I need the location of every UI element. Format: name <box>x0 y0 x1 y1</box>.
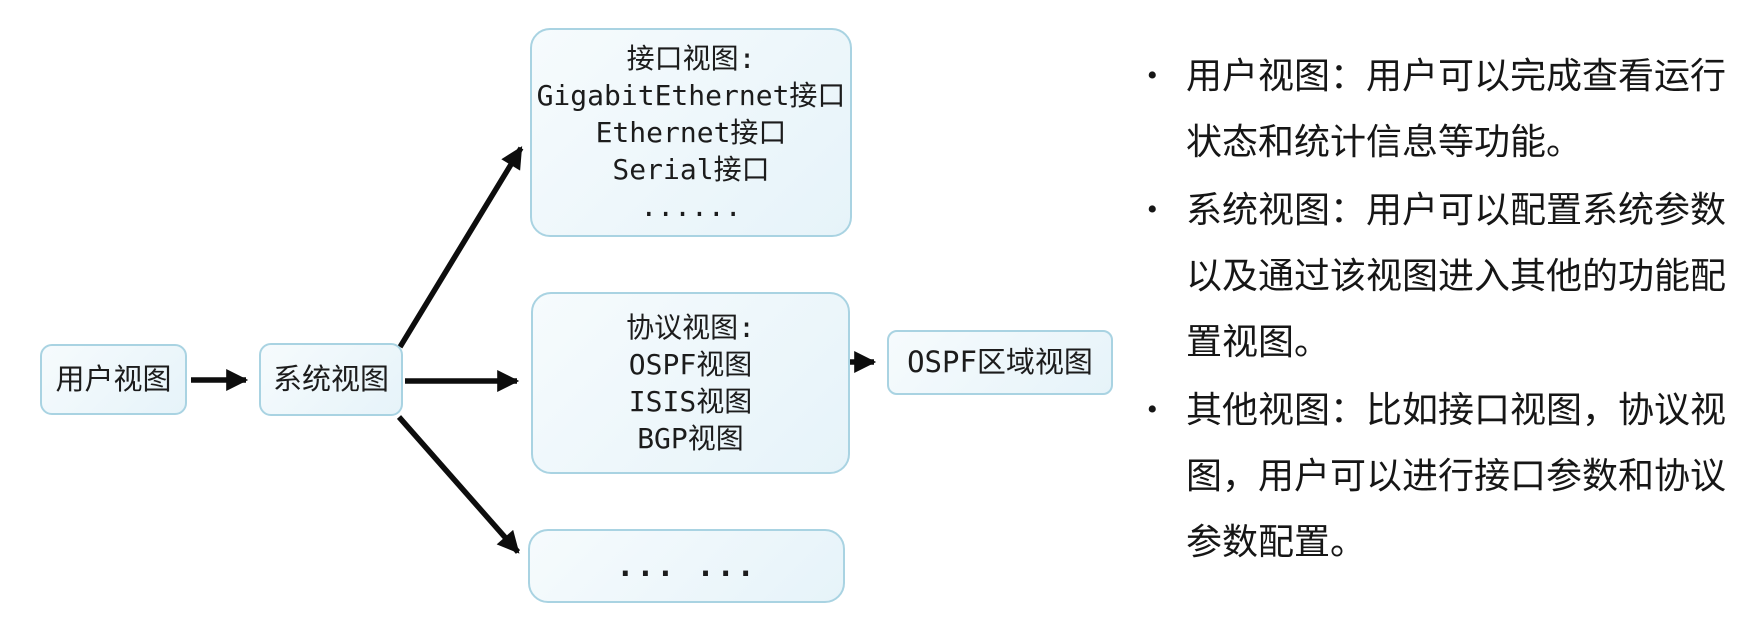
note-line: 参数配置。 <box>1186 522 1367 562</box>
node-other-views: ... ... <box>528 529 845 603</box>
note-line: 用户视图：用户可以完成查看运行 <box>1186 56 1727 96</box>
interface-view-item: Serial接口 <box>612 153 770 186</box>
bullet-icon: • <box>1147 59 1158 92</box>
bullet-icon: • <box>1147 393 1158 426</box>
protocol-view-item: OSPF视图 <box>628 348 753 381</box>
node-protocol-view: 协议视图: OSPF视图 ISIS视图 BGP视图 <box>531 292 850 474</box>
note-item-system-view: • 系统视图：用户可以配置系统参数 以及通过该视图进入其他的功能配 置视图。 <box>1147 177 1747 375</box>
interface-view-ellipsis: ...... <box>640 190 742 223</box>
node-system-view-label: 系统视图 <box>272 362 389 396</box>
protocol-view-title: 协议视图: <box>626 311 755 344</box>
note-line: 以及通过该视图进入其他的功能配 <box>1186 256 1727 296</box>
bullet-icon: • <box>1147 193 1158 226</box>
node-other-views-label: ... ... <box>616 548 757 584</box>
node-interface-view: 接口视图: GigabitEthernet接口 Ethernet接口 Seria… <box>530 28 852 237</box>
note-line: 置视图。 <box>1186 322 1331 362</box>
note-item-other-views: • 其他视图：比如接口视图，协议视 图，用户可以进行接口参数和协议 参数配置。 <box>1147 377 1747 575</box>
note-line: 系统视图：用户可以配置系统参数 <box>1186 190 1727 230</box>
protocol-view-item: ISIS视图 <box>628 385 753 418</box>
note-line: 其他视图：比如接口视图，协议视 <box>1186 390 1727 430</box>
note-line: 状态和统计信息等功能。 <box>1186 122 1583 162</box>
interface-view-title: 接口视图: <box>626 42 756 75</box>
arrow-system-to-interface <box>397 146 524 349</box>
node-user-view-label: 用户视图 <box>55 362 172 396</box>
interface-view-item: GigabitEthernet接口 <box>536 79 846 112</box>
node-ospf-area-view-label: OSPF区域视图 <box>907 345 1093 379</box>
arrow-system-to-other <box>396 415 521 554</box>
node-ospf-area-view: OSPF区域视图 <box>887 330 1113 395</box>
protocol-view-item: BGP视图 <box>637 422 744 455</box>
note-line: 图，用户可以进行接口参数和协议 <box>1186 456 1727 496</box>
interface-view-item: Ethernet接口 <box>595 116 787 149</box>
note-item-user-view: • 用户视图：用户可以完成查看运行 状态和统计信息等功能。 <box>1147 43 1747 175</box>
node-system-view: 系统视图 <box>259 343 403 416</box>
notes-list: • 用户视图：用户可以完成查看运行 状态和统计信息等功能。 • 系统视图：用户可… <box>1147 43 1747 577</box>
node-user-view: 用户视图 <box>40 344 187 415</box>
